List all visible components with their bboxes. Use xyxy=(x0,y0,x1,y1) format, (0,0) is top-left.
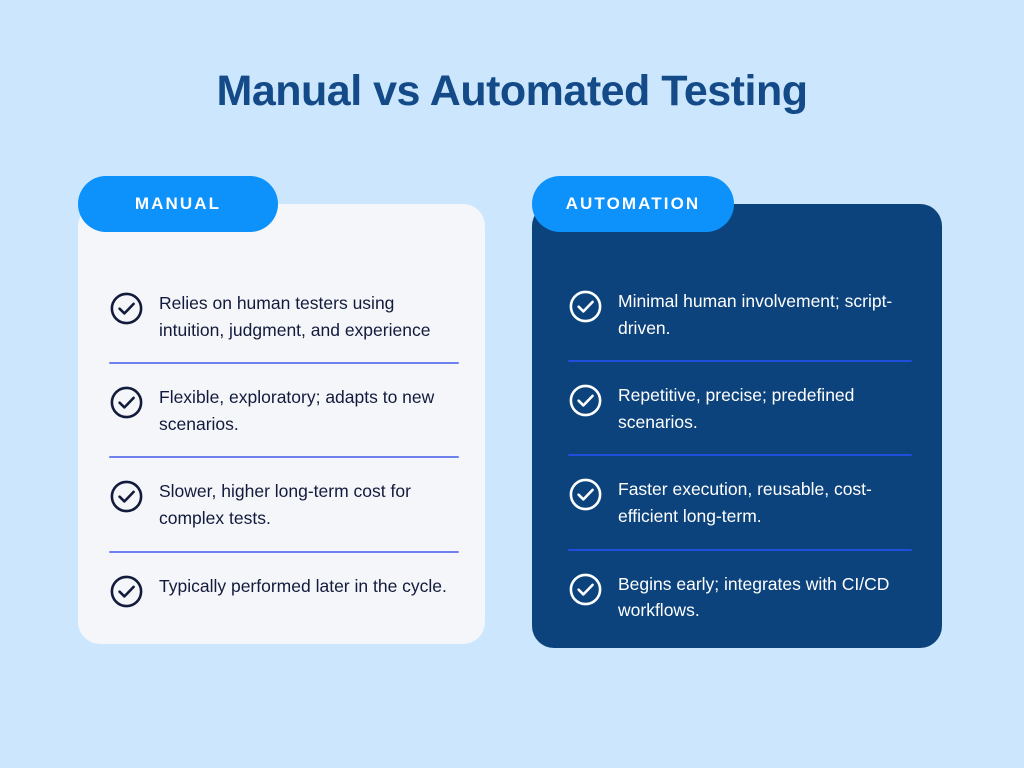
feature-list-automation: Minimal human involvement; script-driven… xyxy=(532,204,942,624)
list-item: Minimal human involvement; script-driven… xyxy=(568,288,912,363)
list-item: Typically performed later in the cycle. xyxy=(109,573,459,609)
check-circle-icon xyxy=(109,291,144,326)
badge-manual: MANUAL xyxy=(78,176,278,232)
check-circle-icon xyxy=(109,385,144,420)
badge-automation: AUTOMATION xyxy=(532,176,734,232)
card-automation: Minimal human involvement; script-driven… xyxy=(532,204,942,648)
list-divider xyxy=(109,550,459,553)
list-divider xyxy=(568,360,912,363)
comparison-cards: Relies on human testers using intuition,… xyxy=(0,176,1024,686)
list-item-text: Slower, higher long-term cost for comple… xyxy=(159,481,411,528)
list-divider xyxy=(568,548,912,551)
list-item-text: Relies on human testers using intuition,… xyxy=(159,293,431,340)
check-circle-icon xyxy=(568,383,603,418)
list-divider xyxy=(109,456,459,459)
list-divider xyxy=(109,362,459,365)
check-circle-icon xyxy=(568,289,603,324)
list-item: Slower, higher long-term cost for comple… xyxy=(109,478,459,553)
page-title: Manual vs Automated Testing xyxy=(216,66,808,115)
list-item: Flexible, exploratory; adapts to new sce… xyxy=(109,384,459,459)
list-item-text: Begins early; integrates with CI/CD work… xyxy=(618,573,890,621)
feature-list-manual: Relies on human testers using intuition,… xyxy=(78,204,485,609)
check-circle-icon xyxy=(568,477,603,512)
list-item: Repetitive, precise; predefined scenario… xyxy=(568,382,912,457)
check-circle-icon xyxy=(568,572,603,607)
list-divider xyxy=(568,454,912,457)
check-circle-icon xyxy=(109,574,144,609)
list-item-text: Flexible, exploratory; adapts to new sce… xyxy=(159,387,435,434)
list-item-text: Typically performed later in the cycle. xyxy=(159,575,447,596)
card-manual: Relies on human testers using intuition,… xyxy=(78,204,485,644)
list-item: Relies on human testers using intuition,… xyxy=(109,290,459,365)
list-item-text: Minimal human involvement; script-driven… xyxy=(618,291,893,338)
check-circle-icon xyxy=(109,479,144,514)
list-item-text: Faster execution, reusable, cost-efficie… xyxy=(618,479,872,526)
list-item: Begins early; integrates with CI/CD work… xyxy=(568,571,912,624)
list-item-text: Repetitive, precise; predefined scenario… xyxy=(618,385,855,432)
list-item: Faster execution, reusable, cost-efficie… xyxy=(568,476,912,551)
